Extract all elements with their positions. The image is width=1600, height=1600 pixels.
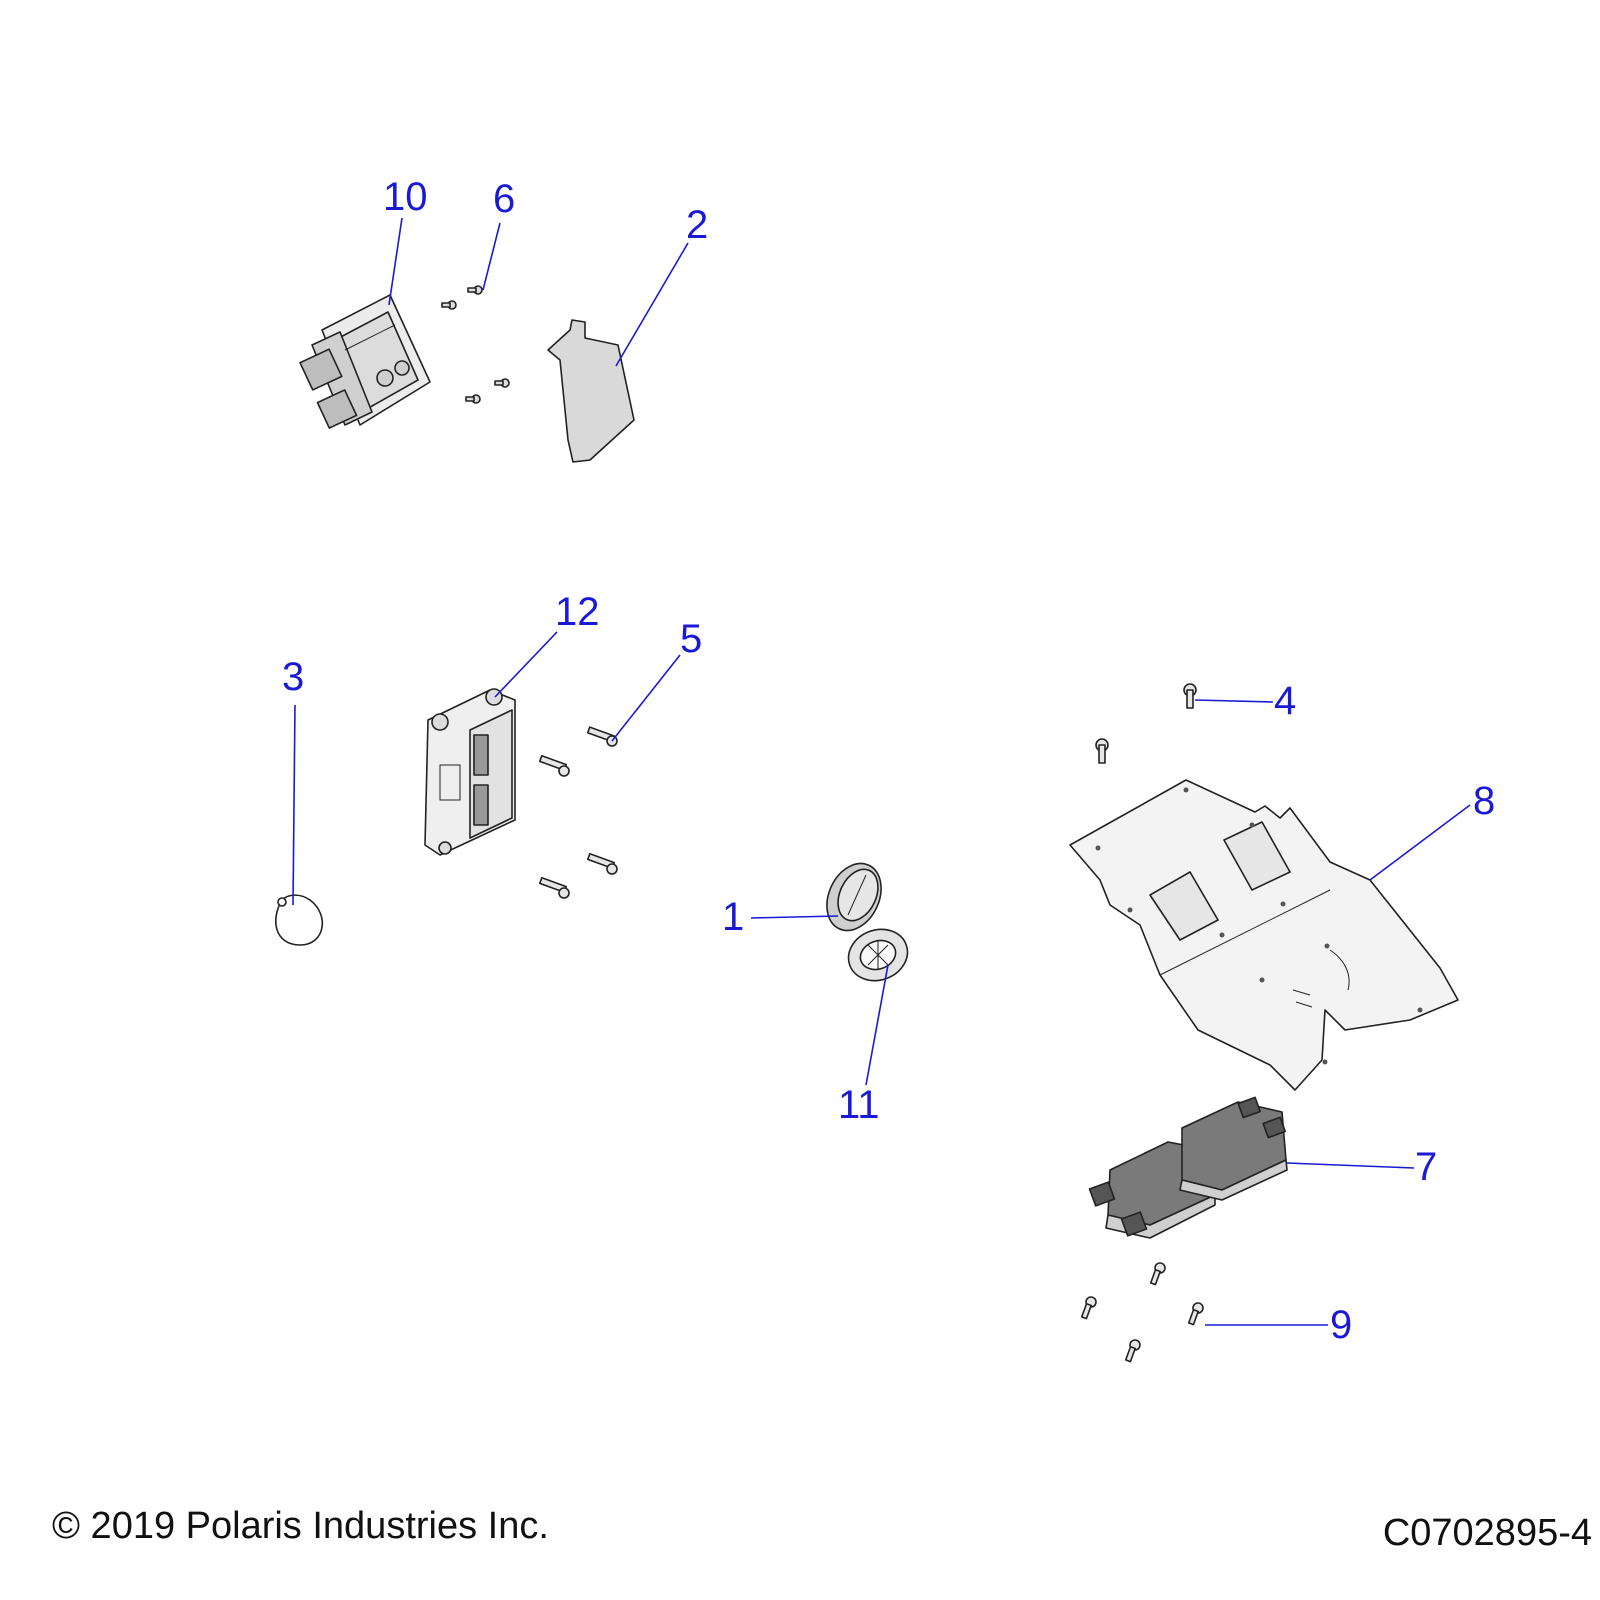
leader-10 — [388, 217, 403, 306]
leader-5 — [611, 654, 681, 742]
part-4-bolts — [1095, 683, 1197, 764]
leader-6 — [482, 222, 501, 291]
part-5-bolts — [538, 726, 618, 899]
part-7-relay-modules — [1088, 1096, 1288, 1239]
callout-6: 6 — [493, 177, 515, 221]
callout-9: 9 — [1330, 1303, 1352, 1347]
leader-4 — [1194, 699, 1274, 703]
part-2-cover-plate — [547, 319, 635, 463]
copyright-notice: © 2019 Polaris Industries Inc. — [52, 1505, 549, 1547]
callout-5: 5 — [680, 617, 702, 661]
part-10-ecu-module — [299, 294, 431, 429]
callout-12: 12 — [555, 590, 600, 634]
part-3-cable-tie — [274, 894, 324, 946]
part-9-screws — [1080, 1262, 1204, 1363]
callout-2: 2 — [686, 203, 708, 247]
callout-8: 8 — [1473, 779, 1495, 823]
callout-4: 4 — [1274, 679, 1296, 723]
callout-1: 1 — [722, 895, 744, 939]
callout-7: 7 — [1415, 1145, 1437, 1189]
callout-10: 10 — [383, 175, 428, 219]
leader-3 — [292, 704, 296, 906]
leader-12 — [494, 631, 558, 698]
leader-8 — [1369, 804, 1471, 881]
callout-11: 11 — [838, 1083, 880, 1127]
leader-7 — [1286, 1162, 1415, 1169]
leader-11 — [865, 964, 889, 1086]
leader-1 — [750, 915, 839, 919]
part-8-mounting-bracket — [1069, 779, 1459, 1091]
callout-3: 3 — [282, 655, 304, 699]
callouts: 10 6 2 12 5 3 4 8 1 11 7 9 — [282, 175, 1495, 1347]
leader-2 — [615, 242, 689, 367]
part-1-grommet-plug — [826, 862, 882, 932]
leader-lines — [292, 217, 1471, 1326]
part-12-ecu-controller — [424, 688, 516, 856]
part-6-screws — [441, 285, 510, 404]
part-11-split-grommet — [847, 928, 909, 982]
drawing-number: C0702895-4 — [1382, 1512, 1592, 1554]
